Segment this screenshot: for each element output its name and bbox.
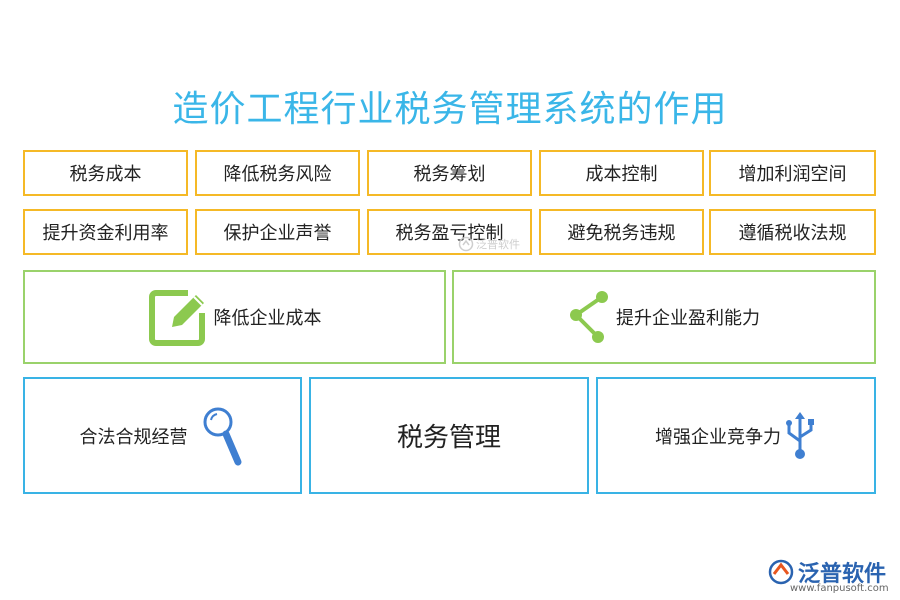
brand-logo-icon <box>768 559 794 585</box>
feature-box: 税务筹划 <box>367 150 532 196</box>
feature-label: 成本控制 <box>585 164 658 185</box>
center-box: 税务管理 <box>309 377 589 494</box>
benefit-label: 合法合规经营 <box>79 426 188 448</box>
feature-box: 提升资金利用率 <box>23 209 188 255</box>
feature-label: 增加利润空间 <box>738 164 847 185</box>
feature-label: 税务盈亏控制 <box>395 223 504 244</box>
feature-label: 保护企业声誉 <box>223 223 332 244</box>
feature-label: 税务筹划 <box>413 164 486 185</box>
brand-logo: 泛普软件 <box>768 556 886 588</box>
feature-label: 税务成本 <box>69 164 142 185</box>
feature-label: 避免税务违规 <box>567 223 676 244</box>
brand-logo-icon <box>458 236 474 252</box>
feature-box: 增加利润空间 <box>709 150 876 196</box>
magnifier-icon <box>203 407 241 465</box>
usb-icon <box>786 411 814 459</box>
page-title: 造价工程行业税务管理系统的作用 <box>172 89 728 130</box>
feature-box: 遵循税收法规 <box>709 209 876 255</box>
feature-label: 遵循税收法规 <box>738 223 847 244</box>
benefit-label: 增强企业竞争力 <box>655 426 781 448</box>
feature-box: 税务成本 <box>23 150 188 196</box>
feature-box: 降低税务风险 <box>195 150 360 196</box>
watermark: 泛普软件 <box>458 236 520 252</box>
benefit-box: 提升企业盈利能力 <box>452 270 876 364</box>
center-label: 税务管理 <box>396 423 501 453</box>
feature-label: 提升资金利用率 <box>42 223 169 244</box>
feature-box: 避免税务违规 <box>539 209 704 255</box>
benefit-label: 降低企业成本 <box>213 308 322 329</box>
watermark-text: 泛普软件 <box>476 238 520 251</box>
feature-label: 降低税务风险 <box>223 164 332 185</box>
feature-box: 保护企业声誉 <box>195 209 360 255</box>
edit-icon <box>148 290 205 346</box>
benefit-box: 合法合规经营 <box>23 377 302 494</box>
feature-box: 税务盈亏控制 <box>367 209 532 255</box>
feature-box: 成本控制 <box>539 150 704 196</box>
brand-url: www.fanpusoft.com <box>790 583 889 594</box>
benefit-box: 增强企业竞争力 <box>596 377 876 494</box>
benefit-box: 降低企业成本 <box>23 270 446 364</box>
benefit-label: 提升企业盈利能力 <box>616 308 760 329</box>
brand-name: 泛普软件 <box>798 562 887 587</box>
share-icon <box>570 291 608 343</box>
